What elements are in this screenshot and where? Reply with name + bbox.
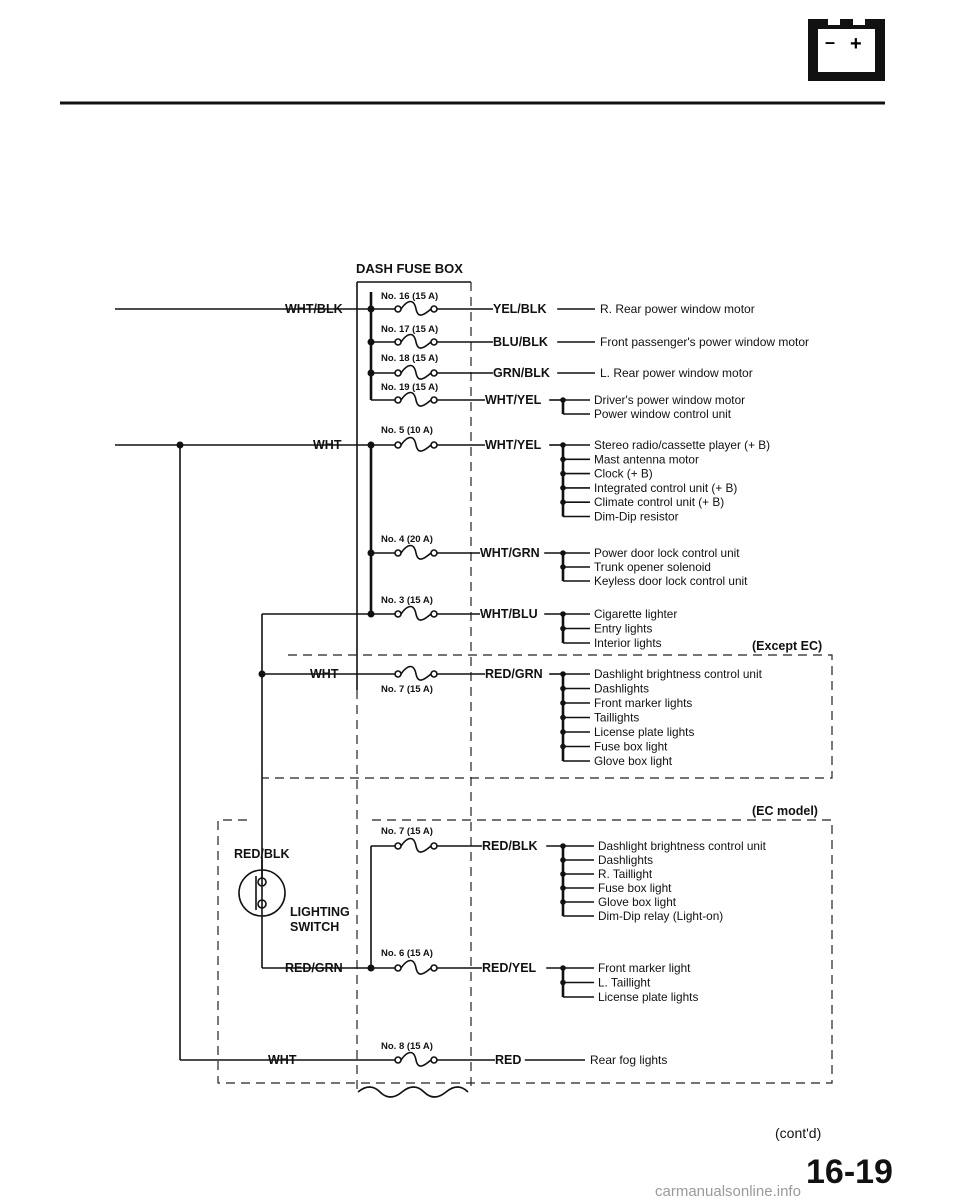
fuse-box-title: DASH FUSE BOX (356, 261, 463, 276)
fuse-symbol (394, 605, 438, 621)
circuit-wire-label: WHT/YEL (485, 393, 542, 407)
svg-text:–: – (825, 32, 835, 52)
load-label: Glove box light (598, 895, 677, 909)
circuit: RED Rear fog lights (495, 1053, 667, 1067)
circuit-wire-label: WHT/YEL (485, 438, 542, 452)
load-label: License plate lights (594, 725, 694, 739)
load-label: Driver's power window motor (594, 393, 745, 407)
fuse-symbol (394, 364, 438, 380)
circuit-wire-label: RED/YEL (482, 961, 537, 975)
watermark: carmanualsonline.info (655, 1183, 801, 1200)
fuse-symbol (394, 391, 438, 407)
fuse-symbol (394, 959, 438, 975)
section-label-ec: (EC model) (752, 804, 818, 818)
fuse-label: No. 16 (15 A) (381, 291, 438, 302)
circuit: RED/BLK Dashlight brightness control unit… (482, 839, 767, 923)
load-label: Fuse box light (594, 740, 668, 754)
circuit-wire-label: BLU/BLK (493, 335, 548, 349)
load-label: R. Taillight (598, 867, 653, 881)
switch-label: LIGHTING (290, 905, 350, 919)
load-label: Dim-Dip resistor (594, 510, 679, 524)
load-label: Clock (+ B) (594, 467, 653, 481)
fuse-label: No. 19 (15 A) (381, 382, 438, 393)
load-label: Front marker lights (594, 696, 692, 710)
input-wire-label: RED/BLK (234, 847, 290, 861)
load-label: Trunk opener solenoid (594, 560, 711, 574)
load-label: L. Rear power window motor (600, 366, 753, 380)
fuse-label: No. 4 (20 A) (381, 534, 433, 545)
fuse-symbol (394, 333, 438, 349)
input-wire-label: WHT (313, 438, 342, 452)
load-label: Stereo radio/cassette player (+ B) (594, 438, 770, 452)
svg-text:+: + (850, 33, 862, 55)
load-label: Dashlight brightness control unit (598, 839, 767, 853)
load-label: Interior lights (594, 636, 662, 650)
load-label: Power door lock control unit (594, 546, 740, 560)
load-label: Front marker light (598, 961, 691, 975)
section-label-except-ec: (Except EC) (752, 639, 822, 653)
load-label: L. Taillight (598, 976, 651, 990)
fuse-label: No. 6 (15 A) (381, 948, 433, 959)
fuse-symbol (394, 837, 438, 853)
load-label: Power window control unit (594, 407, 732, 421)
circuit: WHT/GRN Power door lock control unitTrunk… (480, 546, 748, 588)
input-wire-label: WHT/BLK (285, 302, 343, 316)
load-label: Keyless door lock control unit (594, 574, 748, 588)
switch-label: SWITCH (290, 920, 339, 934)
battery-icon: – + (60, 19, 885, 105)
load-label: Dashlight brightness control unit (594, 667, 763, 681)
fuse-label: No. 8 (15 A) (381, 1041, 433, 1052)
fuse-label: No. 7 (15 A) (381, 826, 433, 837)
load-label: License plate lights (598, 990, 698, 1004)
load-label: R. Rear power window motor (600, 302, 755, 316)
continued-label: (cont'd) (775, 1125, 821, 1141)
load-label: Rear fog lights (590, 1053, 667, 1067)
circuit: WHT/YEL Driver's power window motorPower … (485, 393, 745, 421)
circuit: YEL/BLK R. Rear power window motor (493, 302, 755, 316)
circuit-wire-label: YEL/BLK (493, 302, 546, 316)
input-wire-label: WHT (268, 1053, 297, 1067)
load-label: Entry lights (594, 622, 652, 636)
circuit-wire-label: WHT/BLU (480, 607, 538, 621)
load-label: Integrated control unit (+ B) (594, 481, 737, 495)
fuse-symbol (394, 1051, 438, 1067)
circuit-wire-label: GRN/BLK (493, 366, 550, 380)
circuit-wire-label: RED (495, 1053, 521, 1067)
load-label: Climate control unit (+ B) (594, 495, 724, 509)
fuse-symbol (394, 665, 438, 681)
load-label: Dashlights (594, 682, 649, 696)
fuse-label: No. 3 (15 A) (381, 595, 433, 606)
fuse-symbol (394, 544, 438, 560)
fuse-symbol (394, 300, 438, 316)
fuse-label: No. 5 (10 A) (381, 425, 433, 436)
load-label: Cigarette lighter (594, 607, 677, 621)
circuit: BLU/BLK Front passenger's power window mo… (493, 335, 809, 349)
load-label: Dim-Dip relay (Light-on) (598, 909, 723, 923)
load-label: Fuse box light (598, 881, 672, 895)
circuit-wire-label: RED/BLK (482, 839, 538, 853)
circuit-wire-label: RED/GRN (485, 667, 543, 681)
input-wire-label: RED/GRN (285, 961, 343, 975)
load-label: Front passenger's power window motor (600, 335, 809, 349)
circuit: GRN/BLK L. Rear power window motor (493, 366, 753, 380)
load-label: Dashlights (598, 853, 653, 867)
load-label: Mast antenna motor (594, 452, 699, 466)
fuse-label: No. 18 (15 A) (381, 353, 438, 364)
circuit-wire-label: WHT/GRN (480, 546, 540, 560)
circuit: RED/GRN Dashlight brightness control unit… (485, 667, 763, 768)
load-label: Taillights (594, 711, 639, 725)
fuse-label: No. 17 (15 A) (381, 324, 438, 335)
load-label: Glove box light (594, 754, 673, 768)
fuse-symbol (394, 436, 438, 452)
circuit: WHT/YEL Stereo radio/cassette player (+ B… (485, 438, 770, 524)
page-number: 16-19 (806, 1153, 893, 1191)
fuse-label: No. 7 (15 A) (381, 684, 433, 695)
input-wire-label: WHT (310, 667, 339, 681)
